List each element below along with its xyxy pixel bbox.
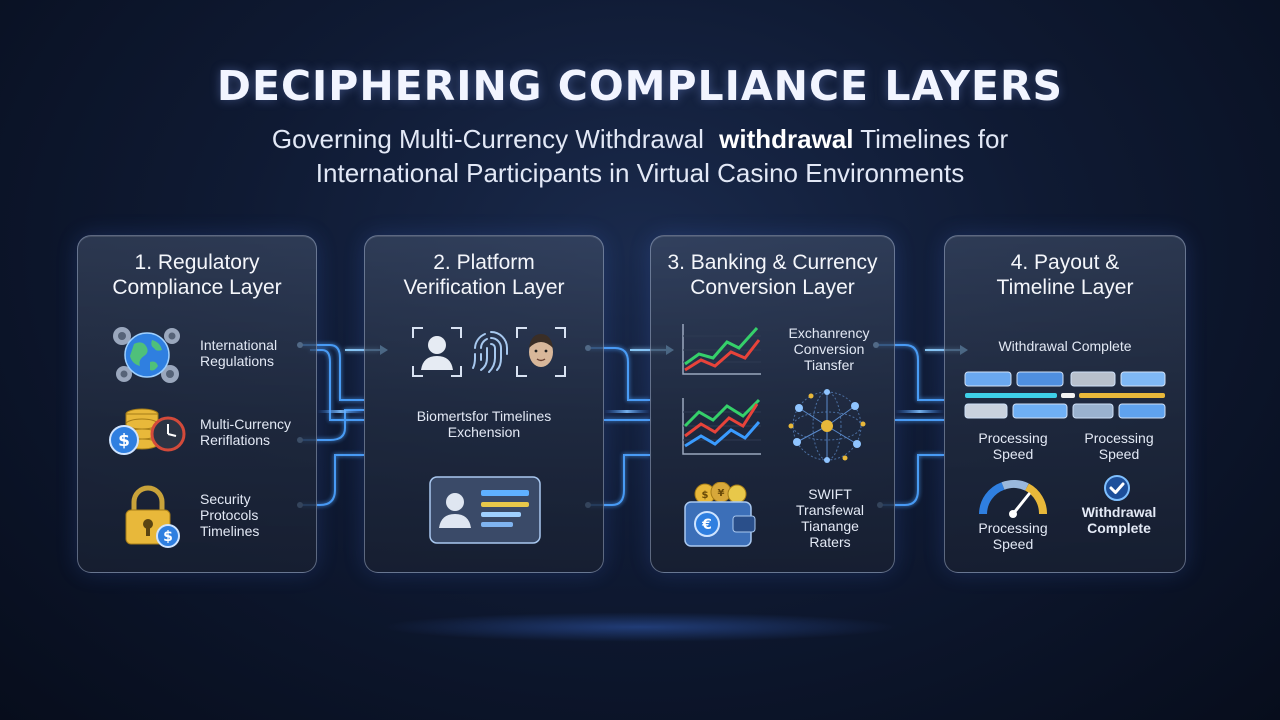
panel-3-item-3-line-4: Raters [809,534,851,550]
panel-4-check-line-1: Withdrawal [1081,504,1157,520]
panel-3-item-1-label: Exchanrency Conversion Tiansfer [773,325,885,373]
check-circle-icon [1104,475,1130,501]
panel-3-title-line-2: Conversion Layer [690,276,855,299]
panel-1-item-1-label: International Regulations [200,337,277,369]
panel-4-progress-right-line-1: Processing [1084,430,1154,446]
panel-1-item-2-line-1: Multi-Currency [200,416,292,432]
panel-1-item-3-line-3: Timelines [200,523,260,539]
panel-1-title-line-1: 1. Regulatory [134,251,260,274]
subtitle-line-1-bold: withdrawal [719,124,854,154]
panel-1-item-3-label: Security Protocols Timelines [200,491,259,539]
panel-payout-timeline: 4. Payout & Timeline Layer Withdrawal Co… [944,235,1186,573]
gauge-icon [979,479,1048,518]
panel-4-progress-right-label: Processing Speed [1065,430,1173,462]
line-chart-icon [682,324,761,375]
subtitle-line-1: Governing Multi-Currency Withdrawal with… [0,124,1280,155]
svg-text:¥: ¥ [718,488,725,499]
subtitle-line-2: International Participants in Virtual Ca… [315,158,965,188]
panel-4-progress-left-line-1: Processing [978,430,1048,446]
panel-3-item-3-line-1: SWIFT [808,486,852,502]
panel-2-title-line-1: 2. Platform [433,251,535,274]
fingerprint-icon [472,331,508,373]
panel-4-header-label: Withdrawal Complete [998,338,1132,354]
panel-4-progress-left-line-2: Speed [992,446,1034,462]
panel-1-title-line-2: Compliance Layer [112,276,282,299]
panel-4-gauge-line-2: Speed [992,536,1034,552]
panel-4-title: 4. Payout & Timeline Layer [945,250,1185,300]
wallet-coins-icon: $ ¥ € [684,482,756,547]
panel-2-label-line-2: Exchension [447,424,521,440]
panel-4-title-line-2: Timeline Layer [996,276,1134,299]
panel-regulatory-compliance: 1. Regulatory Compliance Layer Internati… [77,235,317,573]
panel-4-gauge-line-1: Processing [978,520,1048,536]
panel-1-item-1-line-2: Regulations [200,353,274,369]
panel-4-title-line-1: 4. Payout & [1010,251,1120,274]
panel-2-label-line-1: Biomertsfor Timelines [416,408,552,424]
svg-text:€: € [701,517,712,533]
trend-chart-icon [682,398,761,455]
panel-banking-currency: 3. Banking & Currency Conversion Layer E… [650,235,895,573]
panel-4-check-line-2: Complete [1087,520,1151,536]
panel-2-title-line-2: Verification Layer [403,276,565,299]
panel-2-label: Biomertsfor Timelines Exchension [365,408,603,440]
network-globe-icon [788,389,866,463]
svg-text:$: $ [702,490,709,501]
panel-1-item-2-line-2: Reriflations [200,432,271,448]
id-card-icon [429,476,541,544]
svg-text:$: $ [118,431,130,451]
page-title: DECIPHERING COMPLIANCE LAYERS [216,62,1064,110]
panel-3-item-1-line-2: Conversion [793,341,865,357]
padlock-dollar-icon: $ [125,485,180,548]
panel-2-title: 2. Platform Verification Layer [365,250,603,300]
panel-platform-verification: 2. Platform Verification Layer Biomertsf… [364,235,604,573]
connector-2-3 [588,347,668,506]
panel-4-gauge-label: Processing Speed [959,520,1067,552]
subtitle-line-1-start: Governing Multi-Currency Withdrawal [271,124,704,154]
connector-3-4 [876,344,962,506]
floor-glow [380,612,900,642]
panel-1-title: 1. Regulatory Compliance Layer [78,250,316,300]
panel-4-check-label: Withdrawal Complete [1063,504,1175,536]
coins-clock-icon: $ [109,408,186,455]
user-scan-icon [412,327,462,377]
panel-3-item-1-line-3: Tiansfer [803,357,855,373]
subtitle-line-1-end: Timelines for [860,124,1009,154]
panel-3-title: 3. Banking & Currency Conversion Layer [651,250,894,300]
panel-1-item-3-line-2: Protocols [200,507,259,523]
panel-3-title-line-1: 3. Banking & Currency [667,251,878,274]
connector-1-2 [300,344,380,506]
panel-1-item-2-label: Multi-Currency Reriflations [200,416,291,448]
globe-gears-icon [113,327,180,383]
svg-text:$: $ [163,529,173,545]
panel-4-progress-left-label: Processing Speed [959,430,1067,462]
panel-1-item-1-line-1: International [200,337,278,353]
face-scan-icon [516,327,566,377]
panel-3-item-3-line-2: Transfewal [796,502,864,518]
progress-bars-icon [964,371,1166,419]
panel-1-item-3-line-1: Security [200,491,251,507]
panel-3-item-3-line-3: Tianange [801,518,859,534]
panel-4-progress-right-line-2: Speed [1098,446,1140,462]
panel-3-item-3-label: SWIFT Transfewal Tianange Raters [771,486,889,550]
panel-3-item-1-line-1: Exchanrency [788,325,870,341]
